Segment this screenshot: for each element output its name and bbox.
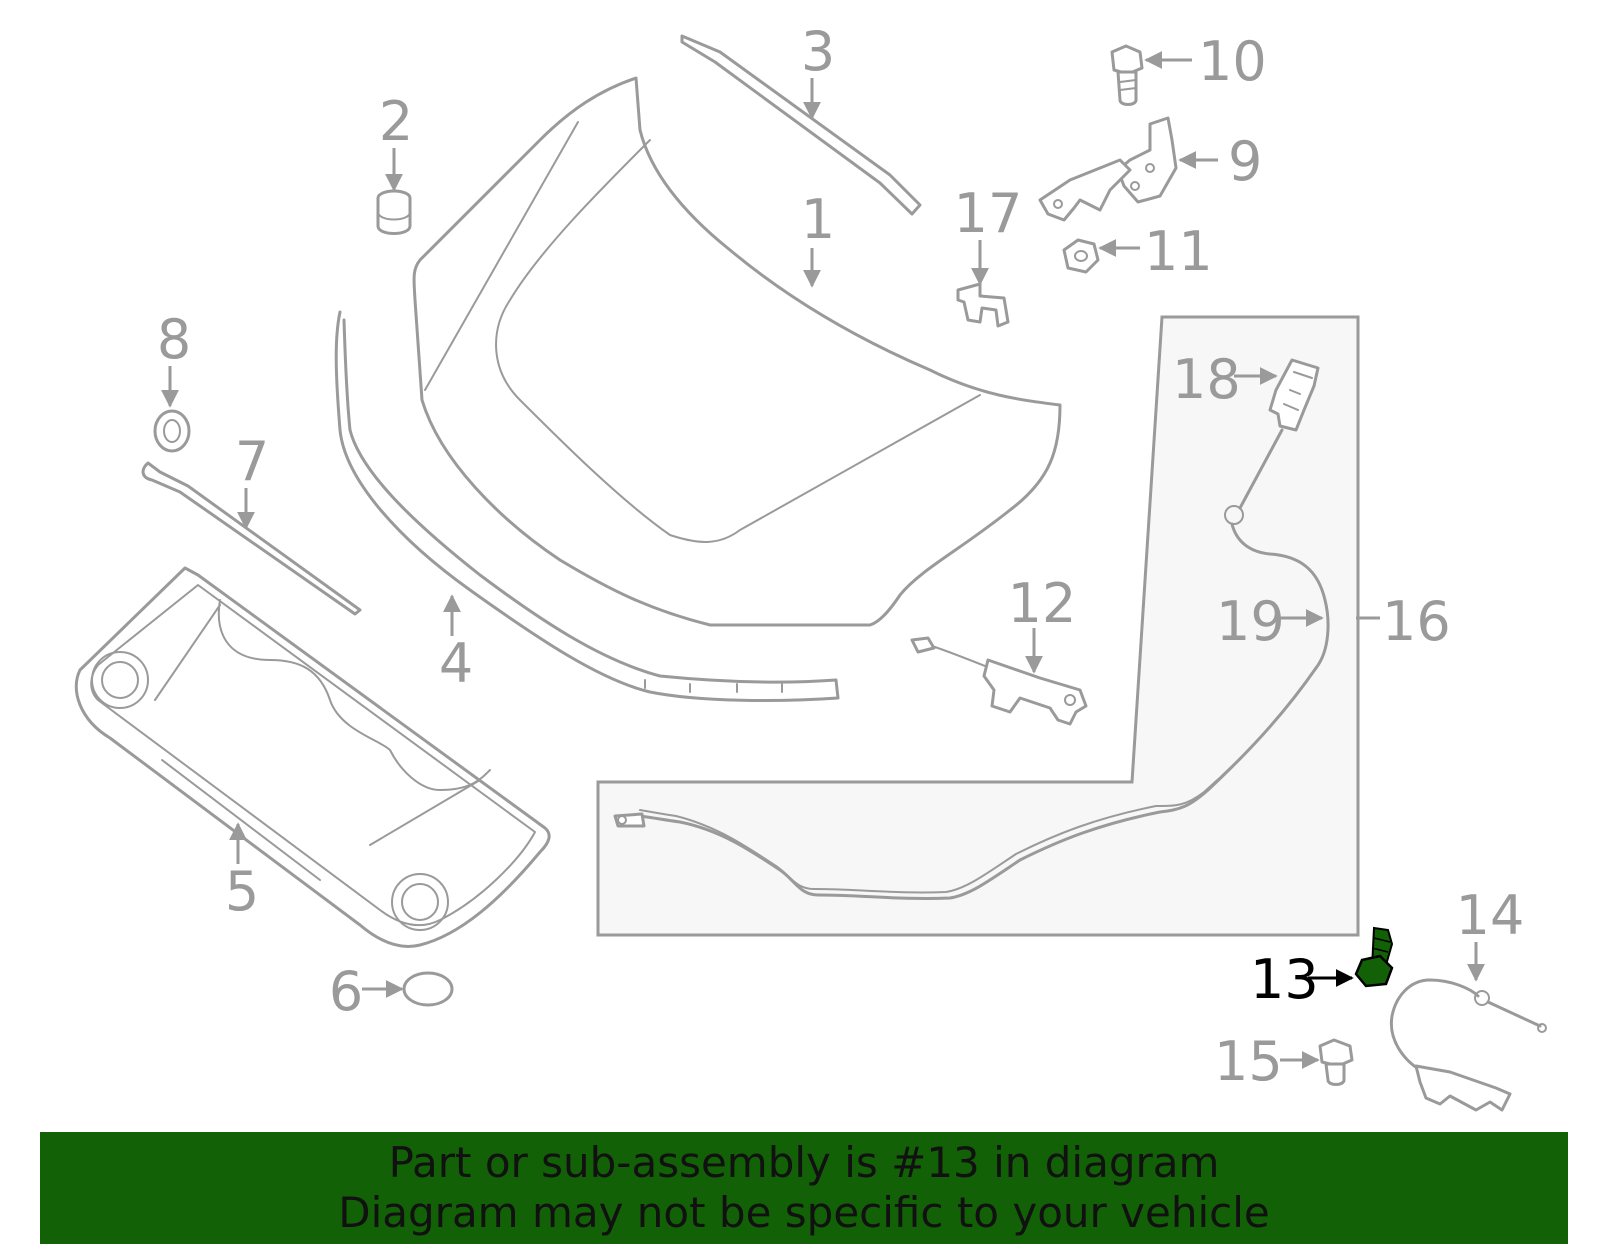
callout-12: 12 [1008, 572, 1077, 635]
part-18-lever [1268, 358, 1320, 432]
part-13-bolt-highlighted [1354, 926, 1394, 988]
callout-5: 5 [225, 860, 259, 923]
info-banner: Part or sub-assembly is #13 in diagram D… [40, 1132, 1568, 1244]
callout-15: 15 [1214, 1030, 1283, 1093]
part-5-insulator [74, 566, 551, 948]
part-3-strip [680, 34, 922, 216]
part-11-nut [1062, 238, 1100, 274]
callout-19: 19 [1216, 590, 1285, 653]
part-17-clip [956, 282, 1010, 328]
callout-1: 1 [801, 188, 835, 251]
part-19-cable [613, 428, 1330, 900]
banner-line-2: Diagram may not be specific to your vehi… [338, 1188, 1270, 1237]
part-1-hood [412, 76, 1062, 627]
part-8-grommet [153, 409, 191, 453]
callout-9: 9 [1228, 130, 1262, 193]
part-2-bumper [376, 189, 412, 235]
callout-18: 18 [1172, 348, 1241, 411]
part-10-bolt [1110, 44, 1144, 106]
part-7-strip [141, 461, 362, 616]
callout-2: 2 [379, 90, 413, 153]
callout-labels: 1 2 3 4 5 6 7 8 9 10 11 12 13 14 15 16 1… [157, 20, 1525, 1093]
callout-4: 4 [439, 632, 473, 695]
part-14-cable [1389, 978, 1547, 1112]
callout-6: 6 [329, 960, 363, 1023]
callout-3: 3 [801, 20, 835, 83]
callout-16: 16 [1382, 590, 1451, 653]
callout-10: 10 [1198, 30, 1267, 93]
leader-arrows [161, 51, 1485, 1069]
callout-11: 11 [1144, 220, 1213, 283]
banner-line-1: Part or sub-assembly is #13 in diagram [388, 1138, 1220, 1187]
part-6-cap [402, 971, 454, 1007]
part-9-hinge [1038, 116, 1178, 222]
callout-8: 8 [157, 308, 191, 371]
callout-7: 7 [235, 430, 269, 493]
callout-14: 14 [1456, 884, 1525, 947]
part-12-latch [910, 636, 1088, 726]
part-4-seal [334, 310, 840, 702]
part-15-bolt [1318, 1038, 1354, 1086]
callout-13: 13 [1250, 948, 1319, 1011]
inset-box-16 [596, 315, 1360, 937]
callout-17: 17 [954, 182, 1023, 245]
